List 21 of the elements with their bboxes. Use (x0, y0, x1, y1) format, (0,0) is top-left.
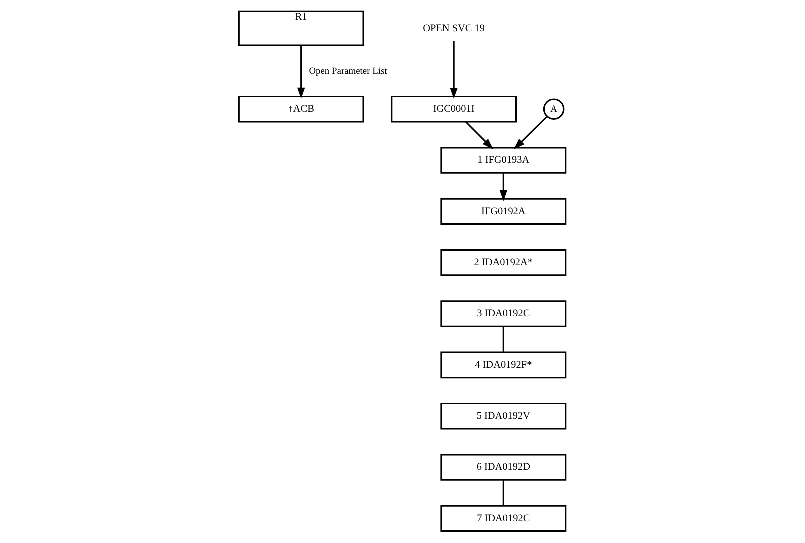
node-box: R1 (238, 10, 364, 46)
arrow (514, 116, 548, 150)
connector (502, 326, 504, 352)
node-box: IGC0001I (391, 96, 518, 123)
node-box: IFG0192A (440, 198, 567, 226)
node-box: 7 IDA0192C (440, 505, 567, 532)
arrow (297, 46, 306, 99)
node-box: 4 IDA0192F* (440, 352, 567, 379)
node-text: OPEN SVC 19 (423, 23, 486, 34)
node-circle: A (543, 98, 565, 120)
arrow (466, 122, 494, 150)
node-box: 1 IFG0193A (440, 147, 567, 174)
node-box: 5 IDA0192V (440, 402, 567, 430)
edge-label: Open Parameter List (309, 66, 388, 77)
node-box: 6 IDA0192D (440, 454, 567, 481)
arrow (500, 173, 508, 202)
arrow (450, 41, 458, 100)
node-box: 2 IDA0192A* (440, 249, 567, 276)
node-box: ↑ACB (238, 96, 364, 123)
connector (502, 480, 504, 506)
node-box: 3 IDA0192C (440, 300, 567, 328)
